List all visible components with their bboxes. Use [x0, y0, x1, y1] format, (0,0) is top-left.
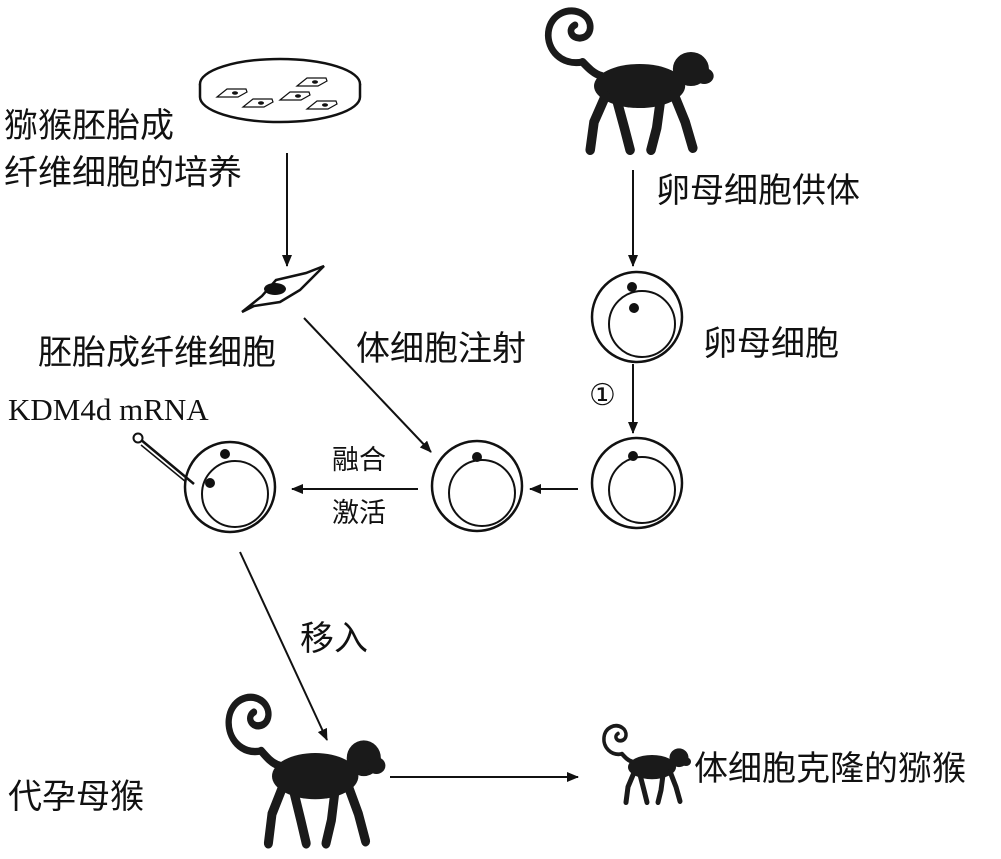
cloned-monkey-label: 体细胞克隆的猕猴: [694, 749, 966, 789]
mrna-label: KDM4d mRNA: [8, 392, 209, 427]
step-one-label: ①: [589, 378, 616, 413]
oocyte-donor-label: 卵母细胞供体: [656, 171, 860, 211]
oocyte-cell-icon: [590, 270, 684, 364]
oocyte-label: 卵母细胞: [703, 324, 839, 364]
oocyte-donor-monkey-icon: [548, 11, 713, 150]
arrow-embryo-to-surrogate: [239, 551, 328, 741]
cloned-monkey-icon: [604, 726, 691, 803]
injected-oocyte-icon: [430, 439, 524, 533]
fibroblast-label: 胚胎成纤维细胞: [38, 333, 276, 373]
somatic-injection-label: 体细胞注射: [356, 329, 526, 369]
enucleated-oocyte-icon: [590, 436, 684, 530]
arrows: [239, 153, 638, 782]
fusion-label: 融合: [332, 445, 386, 476]
transfer-label: 移入: [300, 619, 368, 659]
surrogate-monkey-icon: [229, 697, 386, 843]
activation-label: 激活: [332, 498, 386, 529]
culture-label-line2: 纤维细胞的培养: [4, 153, 242, 193]
pipette-icon: [132, 432, 195, 485]
arrow-fibroblast-to-injected: [303, 317, 432, 453]
culture-label-line1: 猕猴胚胎成: [4, 106, 174, 146]
reconstructed-embryo-icon: [183, 440, 277, 534]
petri-dish-icon: [198, 57, 362, 124]
surrogate-label: 代孕母猴: [8, 777, 144, 817]
fibroblast-cell-icon: [241, 264, 325, 314]
